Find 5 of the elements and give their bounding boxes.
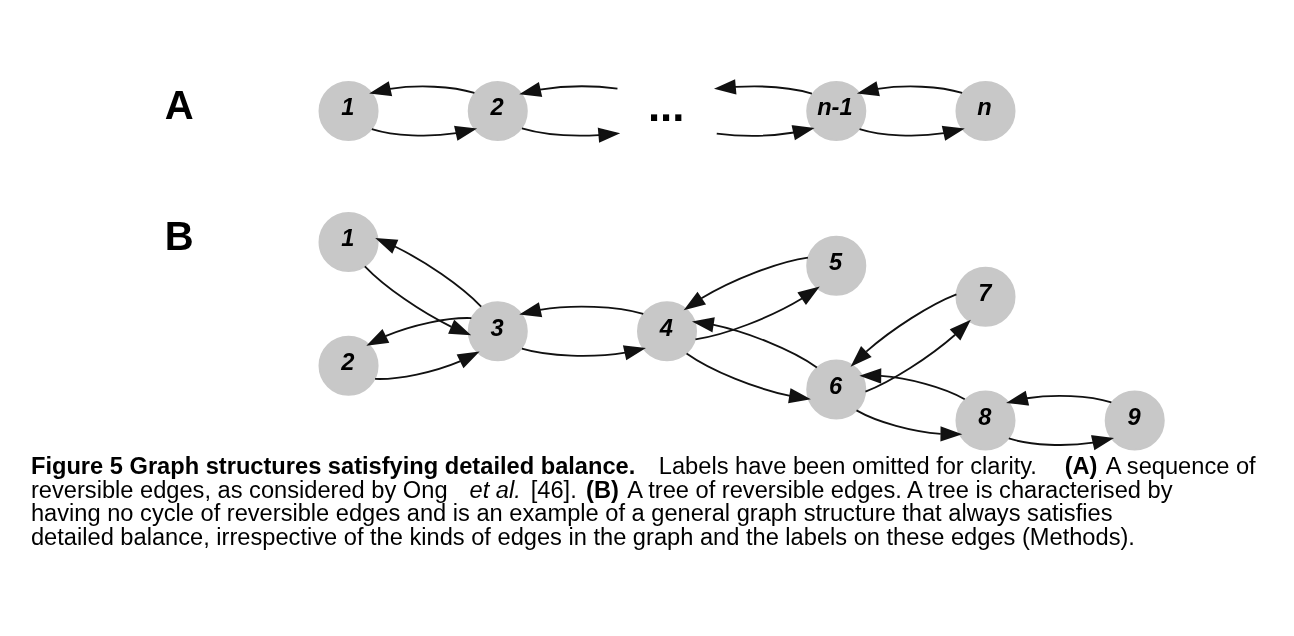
caption: Labels have been omitted for clarity. (A) A sequence of xyxy=(658,452,1256,479)
node-text: ... xyxy=(647,80,685,129)
label: B xyxy=(164,213,194,258)
diagram-title: Figure 5 Graph structures satisfying detailed balance. xyxy=(30,452,636,479)
label: A xyxy=(164,82,194,127)
